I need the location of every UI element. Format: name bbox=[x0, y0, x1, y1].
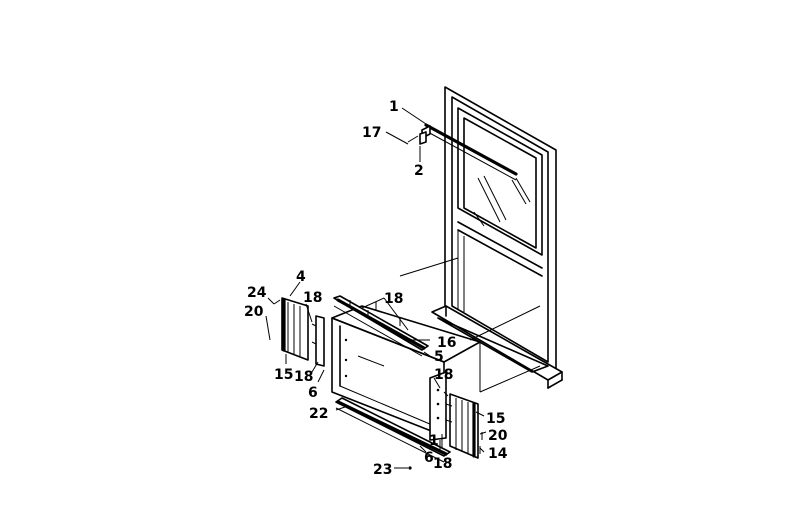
label-part-1-lower: 1 bbox=[429, 433, 439, 449]
label-part-18-right-top: 18 bbox=[434, 367, 453, 383]
label-part-22: 22 bbox=[309, 406, 328, 422]
label-part-6-left: 6 bbox=[308, 385, 318, 401]
label-part-14: 14 bbox=[488, 446, 508, 462]
label-part-18-right-bottom: 18 bbox=[433, 456, 452, 472]
label-part-1: 1 bbox=[389, 99, 399, 115]
right-curtain-panel bbox=[445, 393, 479, 459]
label-part-18-top: 18 bbox=[384, 291, 403, 307]
label-part-2: 2 bbox=[414, 163, 424, 179]
label-part-6-right: 6 bbox=[424, 450, 434, 466]
left-curtain-panel bbox=[281, 297, 325, 367]
window-frame bbox=[431, 86, 563, 389]
part-labels: 1 17 2 4 24 18 20 15 18 6 18 16 5 22 18 … bbox=[244, 99, 508, 478]
label-part-15-left: 15 bbox=[274, 367, 293, 383]
label-part-16: 16 bbox=[437, 335, 456, 351]
label-part-4: 4 bbox=[296, 269, 306, 285]
label-part-18-left-bottom: 18 bbox=[294, 369, 313, 385]
label-part-15-right: 15 bbox=[486, 411, 505, 427]
label-part-5: 5 bbox=[434, 349, 444, 365]
leader-lines bbox=[265, 107, 487, 469]
label-part-20-left: 20 bbox=[244, 304, 264, 320]
label-part-20-right: 20 bbox=[488, 428, 508, 444]
label-part-23: 23 bbox=[373, 462, 392, 478]
label-part-24: 24 bbox=[247, 285, 267, 301]
label-part-18-left-top: 18 bbox=[303, 290, 322, 306]
label-part-17: 17 bbox=[362, 125, 381, 141]
bottom-rail bbox=[335, 397, 451, 463]
